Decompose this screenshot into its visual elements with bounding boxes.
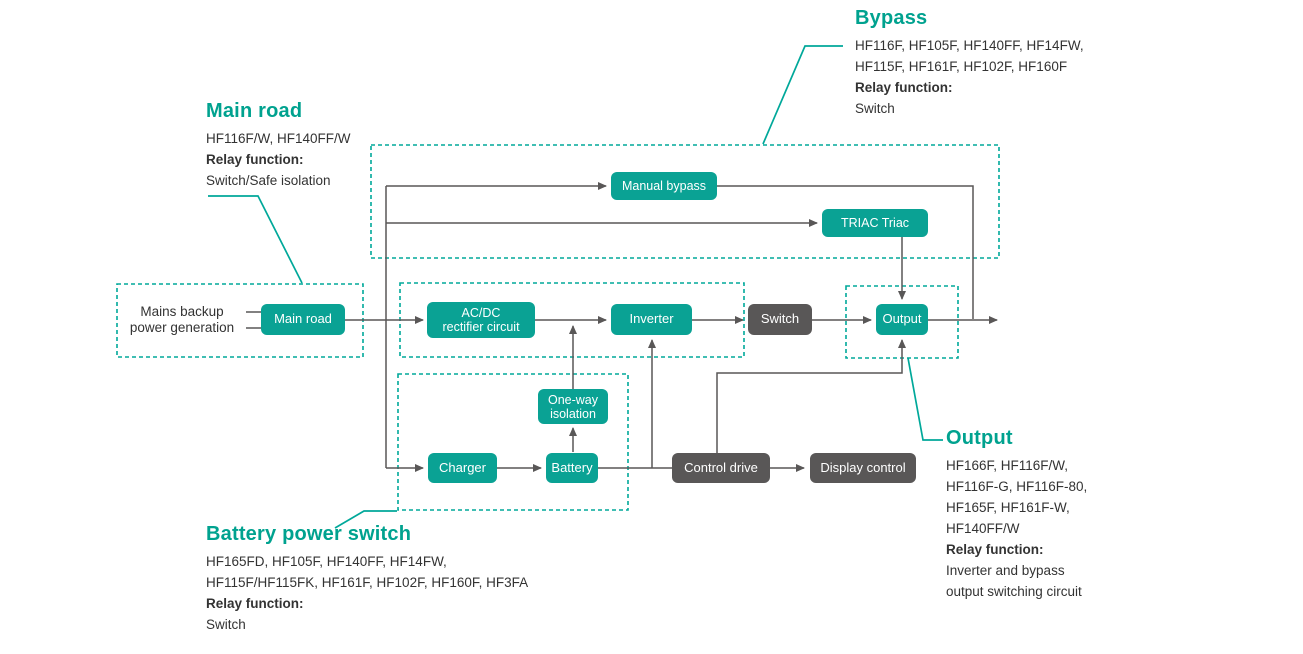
annotation-bypass-models: HF115F, HF161F, HF102F, HF160F [855,59,1068,74]
annotation-output-models: HF140FF/W [946,521,1020,536]
relay-function-label: Relay function: [206,596,304,611]
annotation-bypass: Bypass HF116F, HF105F, HF140FF, HF14FW, … [855,7,1195,119]
leader-battery-switch [334,510,397,529]
leader-output [907,357,943,441]
node-acdc-rectifier: AC/DC rectifier circuit [427,302,535,338]
relay-function-value: Switch/Safe isolation [206,173,331,188]
annotation-main-road: Main road HF116F/W, HF140FF/W Relay func… [206,100,466,191]
node-triac: TRIAC Triac [822,209,928,237]
annotation-main-road-title: Main road [206,100,303,122]
wire-manual-bypass-return [717,185,974,319]
relay-function-label: Relay function: [946,542,1044,557]
relay-function-value: Switch [855,101,895,116]
annotation-output-models: HF116F-G, HF116F-80, [946,479,1088,494]
annotation-output-title: Output [946,427,1013,449]
node-control-drive: Control drive [672,453,770,483]
annotation-output: Output HF166F, HF116F/W, HF116F-G, HF116… [946,427,1206,602]
node-battery: Battery [546,453,598,483]
annotation-battery-models: HF165FD, HF105F, HF140FF, HF14FW, [206,554,447,569]
relay-function-label: Relay function: [206,152,304,167]
wire-control-to-output [716,339,906,453]
node-main-road: Main road [261,304,345,335]
leader-main-road [208,195,303,284]
node-output: Output [876,304,928,335]
node-manual-bypass: Manual bypass [611,172,717,200]
leader-bypass [762,45,843,145]
annotation-output-models: HF166F, HF116F/W, [946,458,1069,473]
annotation-battery-power-switch: Battery power switch HF165FD, HF105F, HF… [206,523,626,635]
node-charger: Charger [428,453,497,483]
node-inverter: Inverter [611,304,692,335]
annotation-battery-models: HF115F/HF115FK, HF161F, HF102F, HF160F, … [206,575,529,590]
group-box-battery [397,373,629,511]
node-switch: Switch [748,304,812,335]
mains-source-label: Mains backup power generation [129,304,235,335]
relay-function-value: Inverter and bypass output switching cir… [946,563,1082,599]
annotation-output-models: HF165F, HF161F-W, [946,500,1070,515]
annotation-bypass-title: Bypass [855,7,928,29]
annotation-battery-title: Battery power switch [206,523,412,545]
node-display-control: Display control [810,453,916,483]
annotation-bypass-models: HF116F, HF105F, HF140FF, HF14FW, [855,38,1084,53]
annotation-main-road-models: HF116F/W, HF140FF/W [206,131,351,146]
node-one-way-isolation: One-way isolation [538,389,608,424]
relay-function-label: Relay function: [855,80,953,95]
relay-function-value: Switch [206,617,246,632]
